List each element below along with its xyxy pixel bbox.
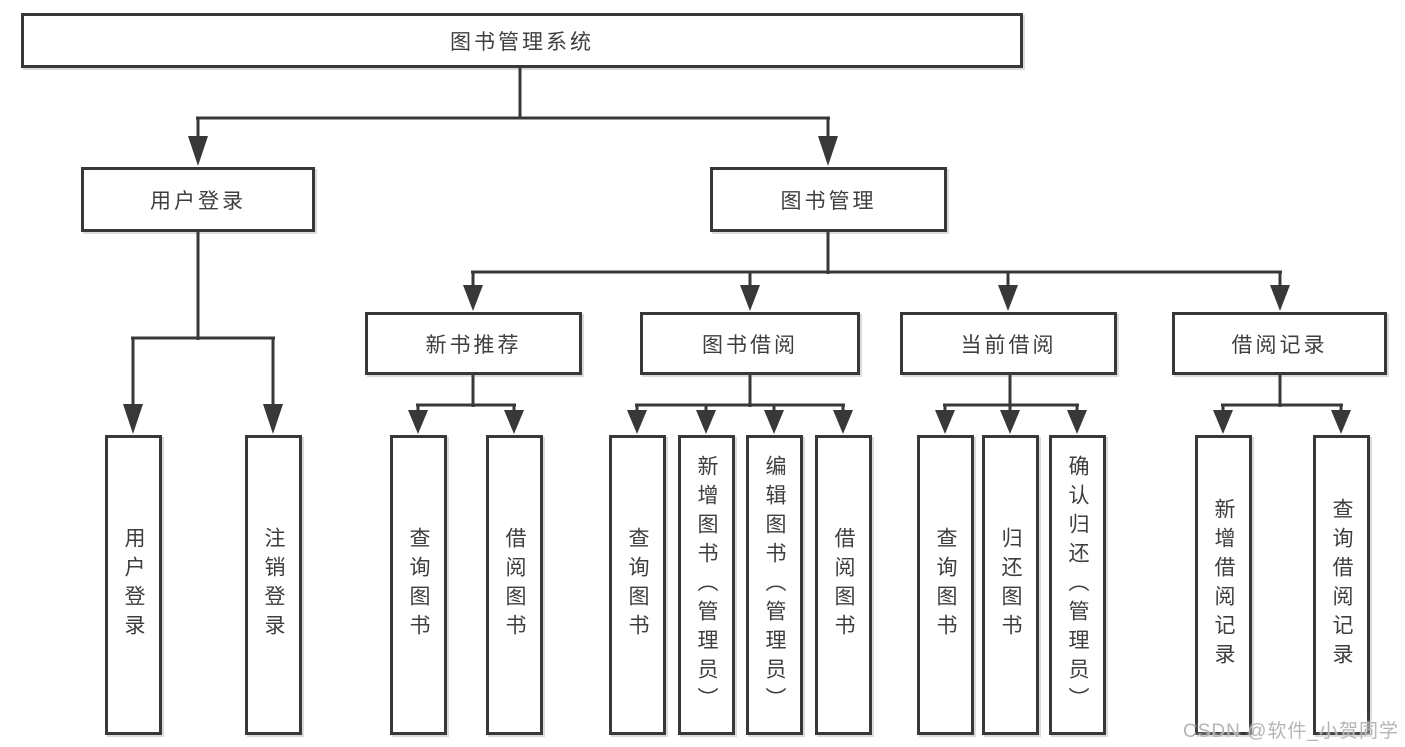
leaf-current-confirm-admin: 确认归还（管理员） bbox=[1049, 435, 1106, 735]
node-book-borrow: 图书借阅 bbox=[640, 312, 860, 375]
leaf-record-query: 查询借阅记录 bbox=[1313, 435, 1370, 735]
connector-current-borrow-children bbox=[935, 373, 1087, 434]
node-user-login: 用户登录 bbox=[81, 167, 315, 232]
node-current-borrow: 当前借阅 bbox=[900, 312, 1117, 375]
leaf-logout: 注销登录 bbox=[245, 435, 302, 735]
leaf-borrow-borrow: 借阅图书 bbox=[815, 435, 872, 735]
connector-new-book-children bbox=[408, 373, 524, 434]
leaf-record-add: 新增借阅记录 bbox=[1195, 435, 1252, 735]
node-borrow-record: 借阅记录 bbox=[1172, 312, 1387, 375]
leaf-current-return: 归还图书 bbox=[982, 435, 1039, 735]
leaf-user-login: 用户登录 bbox=[105, 435, 162, 735]
connector-user-login-children bbox=[123, 230, 283, 434]
leaf-newbook-borrow: 借阅图书 bbox=[486, 435, 543, 735]
connector-book-borrow-children bbox=[627, 373, 853, 434]
leaf-current-query: 查询图书 bbox=[917, 435, 974, 735]
connector-book-mgmt-to-level2 bbox=[463, 230, 1290, 311]
leaf-borrow-query: 查询图书 bbox=[609, 435, 666, 735]
node-new-book-recommend: 新书推荐 bbox=[365, 312, 582, 375]
node-book-management: 图书管理 bbox=[710, 167, 947, 232]
csdn-watermark: CSDN @软件_小贺同学 bbox=[1183, 721, 1399, 742]
leaf-borrow-edit-admin: 编辑图书（管理员） bbox=[746, 435, 803, 735]
connector-root-to-level1 bbox=[188, 66, 838, 166]
leaf-borrow-add-admin: 新增图书（管理员） bbox=[678, 435, 735, 735]
node-root-system: 图书管理系统 bbox=[21, 13, 1023, 68]
connector-borrow-record-children bbox=[1213, 373, 1351, 434]
leaf-newbook-query: 查询图书 bbox=[390, 435, 447, 735]
